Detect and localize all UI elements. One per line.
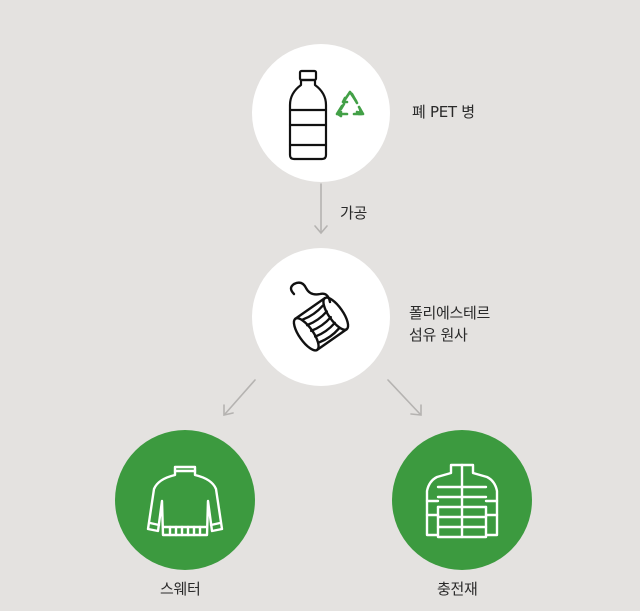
thread-spool-icon [289, 281, 350, 352]
arrow-down-processing [314, 183, 328, 235]
bottle-icon [288, 69, 328, 161]
pet-bottle-label: 폐 PET 병 [412, 103, 475, 121]
sweater-label: 스웨터 [160, 580, 201, 598]
polyester-yarn-label-line1: 폴리에스테르 [409, 304, 491, 322]
padding-label: 충전재 [437, 580, 478, 598]
processing-label: 가공 [340, 204, 368, 222]
sweater-icon [146, 465, 224, 537]
polyester-yarn-label: 폴리에스테르 섬유 원사 [409, 302, 490, 346]
pet-bottle-node [252, 44, 390, 182]
polyester-yarn-label-line2: 섬유 원사 [409, 326, 468, 344]
padding-node [392, 430, 532, 570]
polyester-yarn-node [252, 248, 390, 386]
padded-jacket-icon [425, 463, 499, 539]
arrow-to-sweater [223, 379, 256, 416]
arrow-to-padding [387, 379, 422, 416]
sweater-node [115, 430, 255, 570]
recycle-icon [335, 90, 365, 118]
